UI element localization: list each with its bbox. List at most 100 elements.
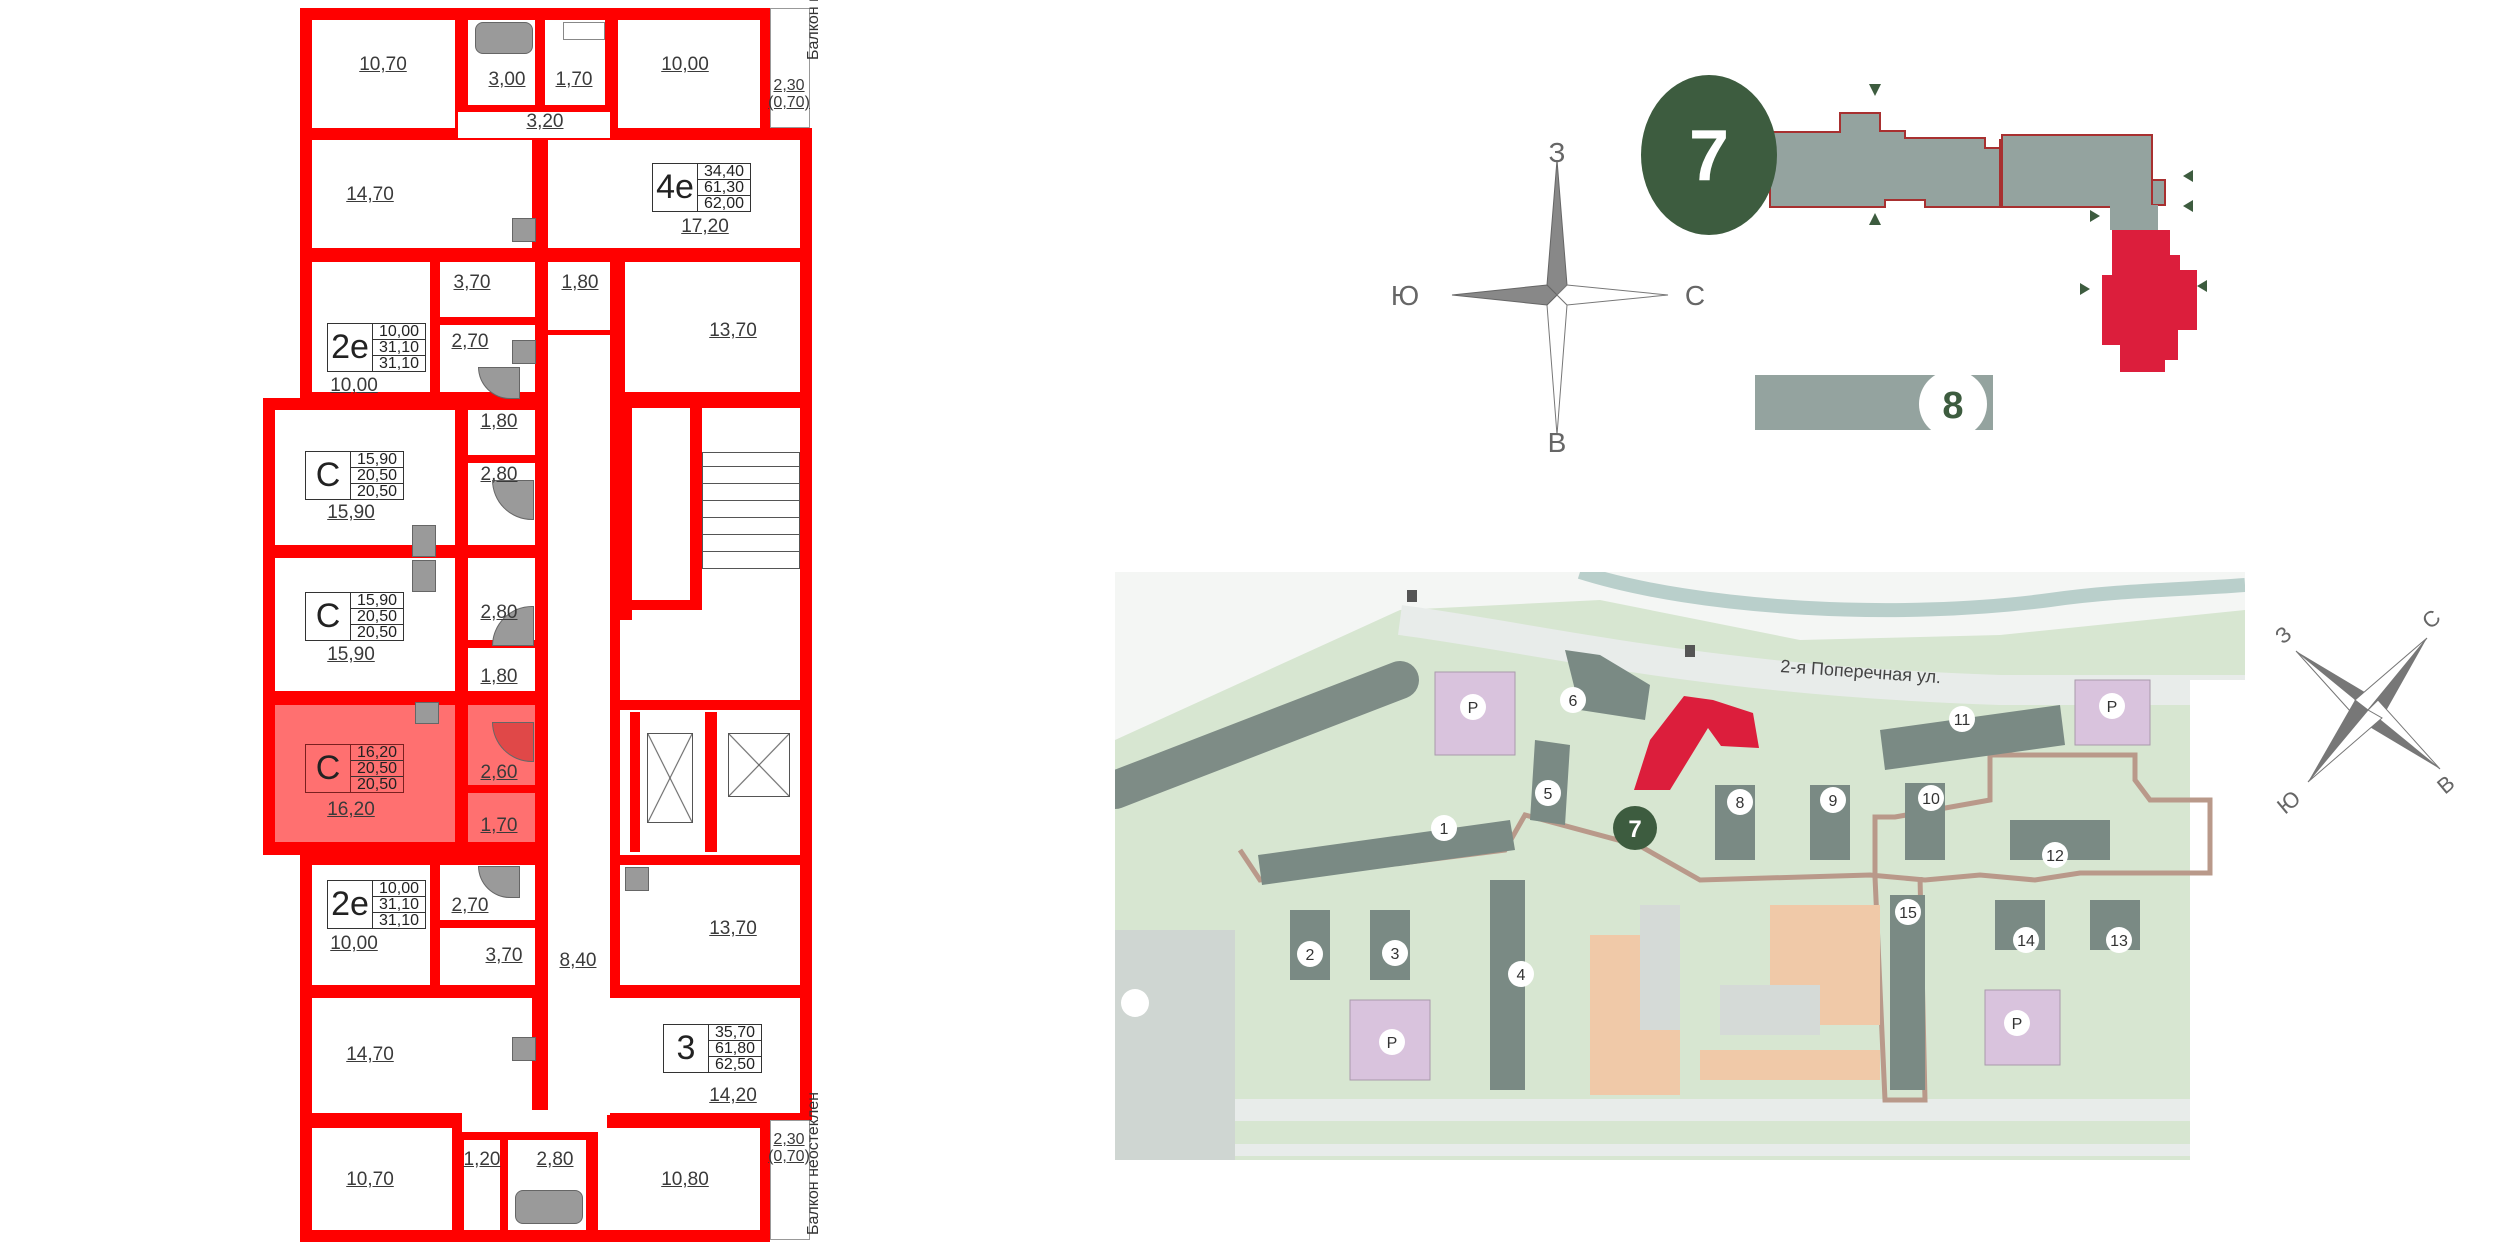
building-label: 14 [2017,933,2035,950]
room[interactable] [598,1128,760,1230]
apartment-type: С [306,593,351,640]
building-section[interactable] [2110,205,2158,230]
parking-icon: P [2012,1016,2023,1033]
building-numbers: 1 2 3 4 5 6 7 8 9 10 11 12 13 14 15 [1297,687,2132,987]
school-icon [1121,989,1149,1017]
neighbor-number-badge [1919,370,1987,438]
total-area: 20,50 [351,609,404,625]
room-area: 1,70 [555,69,593,90]
total-area: 61,30 [698,180,751,196]
building-section[interactable] [2001,134,2153,208]
room-area: 17,20 [681,216,729,237]
living-area: 16,20 [351,745,404,761]
room[interactable] [625,262,800,392]
hall[interactable] [548,262,610,330]
map-compass-south: Ю [2272,785,2305,818]
bathtub-icon [515,1190,583,1224]
total-area-with-balcony: 20,50 [357,483,398,500]
building-number: 7 [1689,116,1729,196]
room[interactable] [312,20,455,128]
total-area-with-balcony: 31,10 [379,912,420,929]
elevator-shaft [647,733,693,823]
parking-icon: P [2107,699,2118,716]
selected-section[interactable] [2102,230,2197,372]
room-area: 10,00 [330,933,378,954]
apartment-type: 2е [328,881,373,928]
stove-icon [512,1037,536,1061]
total-area-with-balcony: 31,10 [379,355,420,372]
room-area: 3,70 [485,945,523,966]
selected-building[interactable] [1634,696,1759,790]
apartment-type: С [306,452,351,499]
room-area: 10,80 [661,1169,709,1190]
total-area: 31,10 [373,897,426,913]
room[interactable] [620,865,800,985]
balcony-top [770,8,810,128]
hall[interactable] [440,928,535,985]
room[interactable] [618,20,760,128]
map-compass-north: С [2417,604,2445,633]
kitchen-room[interactable] [312,998,532,1113]
corridor-area: 8,40 [559,950,597,971]
room-area: 10,70 [359,54,407,75]
wall [630,712,640,852]
building-label: 5 [1544,786,1553,803]
room-area: 1,80 [480,411,518,432]
total-area-with-balcony: 62,50 [715,1056,756,1073]
building-label: 10 [1922,791,1940,808]
living-area: 35,70 [709,1025,762,1041]
room-area: 13,70 [709,918,757,939]
balcony-area-reduced: (0,70) [768,1148,810,1165]
stove-icon [563,22,605,40]
building-label: 15 [1899,905,1917,922]
balcony-area: 2,30 [773,77,805,94]
stove-icon [415,702,439,724]
balcony-bottom [770,1120,810,1240]
room-area: 10,00 [330,375,378,396]
total-area-with-balcony: 20,50 [357,776,398,793]
kitchen-room[interactable] [312,140,532,248]
building-label: 8 [1736,795,1745,812]
living-area: 15,90 [351,593,404,609]
map-compass-rose-icon [2295,637,2441,783]
room-area: 14,20 [709,1085,757,1106]
building-scheme: З В Ю С 7 8 [1391,75,2207,458]
building-label: 3 [1391,946,1400,963]
wall [620,400,632,620]
site-map: 2-я Поперечная ул. 1 2 3 4 5 6 7 8 9 10 … [1115,572,2459,1160]
map-compass-west: З [2270,621,2296,649]
hall[interactable] [468,648,535,691]
walking-path [1237,752,2213,1103]
apartment-type: 4е [653,164,698,211]
selected-hall[interactable] [468,793,535,842]
hall[interactable] [468,410,535,455]
wall [690,400,702,608]
bus-stop-icon [1685,645,1695,657]
hall[interactable] [440,262,535,317]
total-area: 20,50 [351,761,404,777]
room-area: 1,20 [463,1149,501,1170]
stove-icon [512,218,536,242]
toilet[interactable] [464,1140,500,1230]
room-area: 10,70 [346,1169,394,1190]
total-area-with-balcony: 20,50 [357,624,398,641]
corridor[interactable] [548,335,610,1115]
parking-labels: P P P P [1379,693,2125,1055]
room-area: 15,90 [327,502,375,523]
building-label: 4 [1517,967,1526,984]
room[interactable] [312,1128,452,1230]
bus-stop-icon [1407,590,1417,602]
hall[interactable] [458,112,610,138]
building-label: 11 [1954,712,1971,729]
room-area: 13,70 [709,320,757,341]
hall[interactable] [462,1110,607,1132]
stove-icon [412,525,436,557]
